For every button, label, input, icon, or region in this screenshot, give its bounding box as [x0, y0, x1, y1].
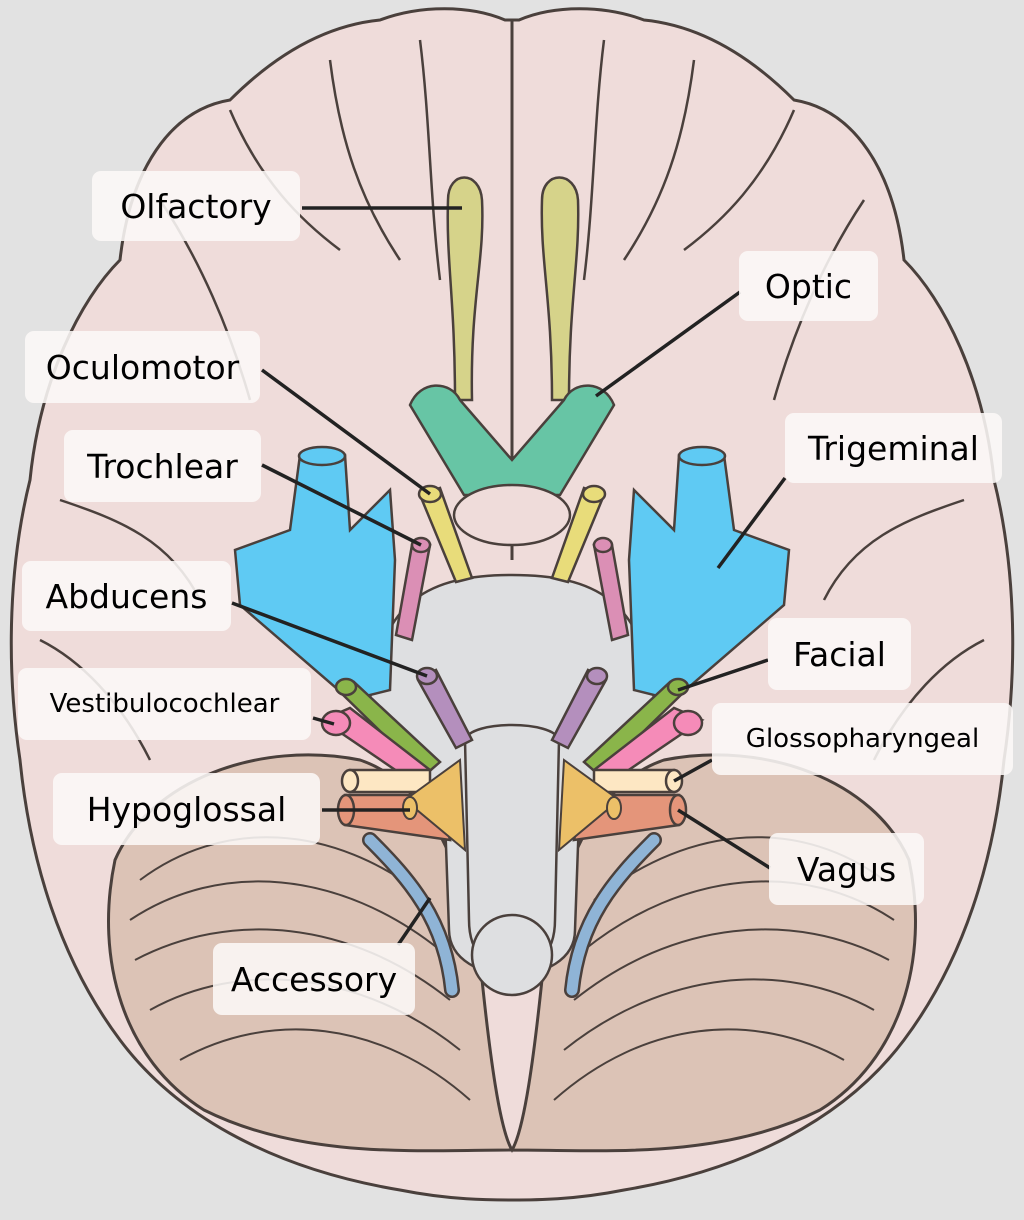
trigeminal-nerves [233, 445, 791, 702]
optic-chiasm [408, 384, 616, 497]
leader-lines [231, 206, 787, 946]
label-facial: Facial [768, 618, 911, 690]
vestibulocochlear-nerves [319, 706, 705, 782]
olfactory-nerves [446, 176, 580, 402]
glossopharyngeal-nerves [340, 768, 684, 794]
label-olfactory: Olfactory [92, 171, 300, 241]
label-accessory: Accessory [213, 943, 415, 1015]
trochlear-nerves [394, 536, 630, 642]
oculomotor-nerves [417, 484, 607, 584]
label-vestibulocochlear: Vestibulocochlear [18, 668, 311, 740]
label-optic: Optic [739, 251, 878, 321]
hypoglossal-nerves [402, 758, 622, 853]
spinal-cord [470, 913, 554, 997]
label-glossopharyngeal: Glossopharyngeal [712, 703, 1013, 775]
label-oculomotor: Oculomotor [25, 331, 260, 403]
label-hypoglossal: Hypoglossal [53, 773, 320, 845]
label-abducens: Abducens [22, 561, 231, 631]
facial-nerves [334, 677, 690, 777]
label-trochlear: Trochlear [64, 430, 261, 502]
label-trigeminal: Trigeminal [785, 413, 1002, 483]
abducens-nerves [415, 666, 609, 750]
pituitary [452, 483, 572, 547]
label-vagus: Vagus [769, 833, 924, 905]
